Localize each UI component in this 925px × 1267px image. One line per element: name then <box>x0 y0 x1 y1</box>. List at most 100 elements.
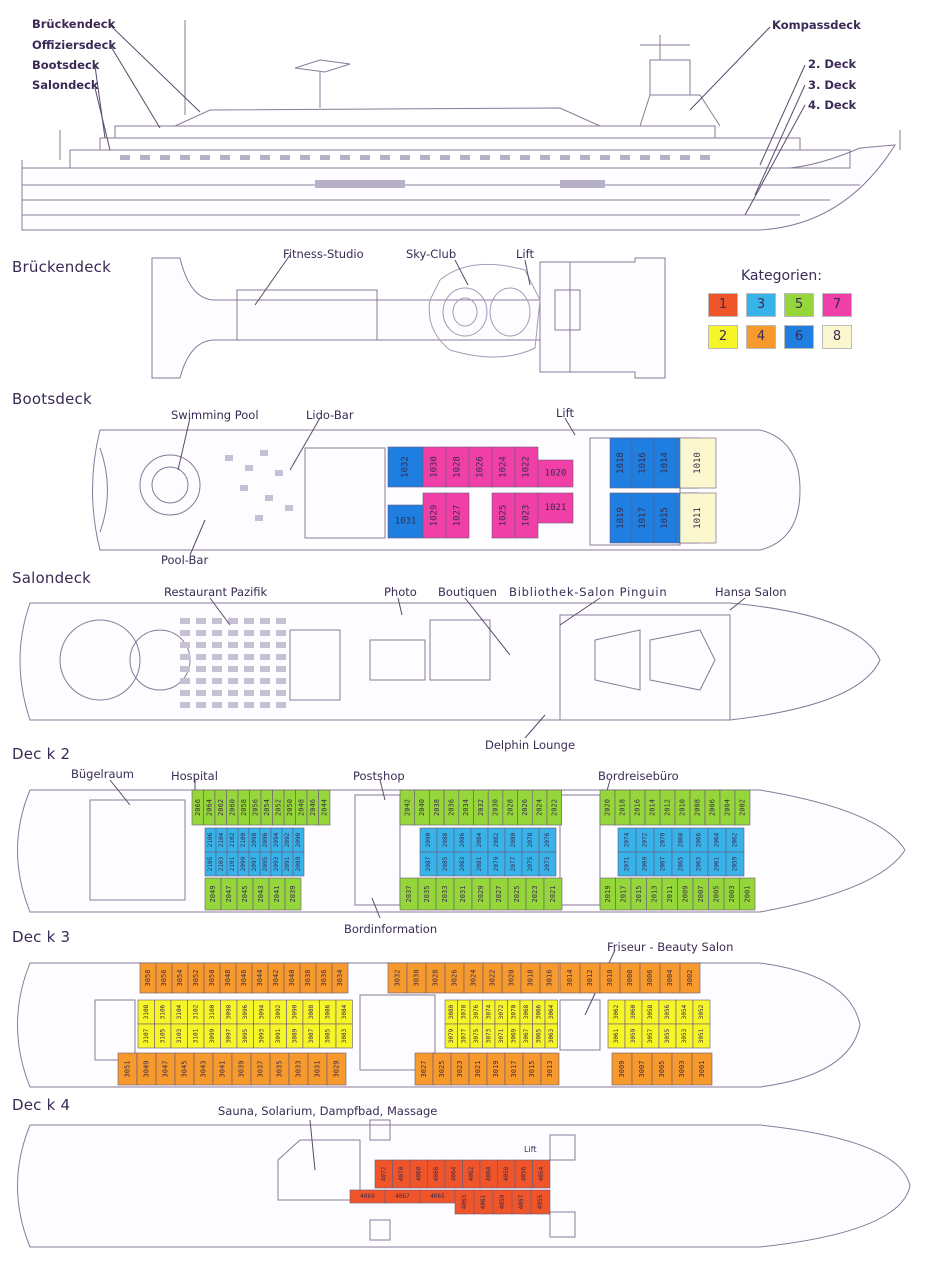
cabin-3051[interactable]: 3051 <box>692 1023 711 1049</box>
cabin-1025[interactable]: 1025 <box>491 492 516 539</box>
cabin-2017[interactable]: 2017 <box>615 877 632 911</box>
cabin-3083[interactable]: 3083 <box>335 1023 353 1049</box>
cabin-2044[interactable]: 2044 <box>318 789 331 826</box>
restaurant-table <box>228 690 238 696</box>
cabin-4064[interactable]: 4064 <box>444 1159 463 1189</box>
cabin-2009[interactable]: 2009 <box>677 877 694 911</box>
cabin-3031[interactable]: 3031 <box>307 1052 328 1086</box>
cabin-2001[interactable]: 2001 <box>739 877 756 911</box>
restaurant-table <box>244 702 254 708</box>
cabin-3034[interactable]: 3034 <box>331 962 349 994</box>
cabin-3029[interactable]: 3029 <box>326 1052 347 1086</box>
cabin-3050[interactable]: 3050 <box>203 962 221 994</box>
cabin-4057[interactable]: 4057 <box>511 1189 532 1215</box>
cabin-3099[interactable]: 3099 <box>203 1023 221 1049</box>
cabin-2002[interactable]: 2002 <box>734 789 751 826</box>
cabin-4054[interactable]: 4054 <box>532 1159 551 1189</box>
svg-text:2102: 2102 <box>229 832 236 847</box>
cabin-3061[interactable]: 3061 <box>607 1023 626 1049</box>
cabin-4069[interactable]: 4069 <box>349 1189 386 1204</box>
cabin-1016[interactable]: 1016 <box>631 437 655 489</box>
cabin-4060[interactable]: 4060 <box>479 1159 498 1189</box>
cabin-3063[interactable]: 3063 <box>544 1023 558 1049</box>
cabin-3007[interactable]: 3007 <box>631 1052 653 1086</box>
cabin-3018[interactable]: 3018 <box>520 962 541 994</box>
restaurant-table <box>212 630 222 636</box>
svg-text:3094: 3094 <box>258 1004 265 1019</box>
cabin-4072[interactable]: 4072 <box>374 1159 393 1189</box>
cabin-4056[interactable]: 4056 <box>514 1159 533 1189</box>
svg-text:3055: 3055 <box>664 1028 671 1043</box>
cabin-3067[interactable]: 3067 <box>519 1023 533 1049</box>
cabin-1020[interactable]: 1020 <box>537 459 574 488</box>
cabin-2039[interactable]: 2039 <box>284 877 302 911</box>
svg-text:3037: 3037 <box>257 1061 265 1078</box>
cabin-2023[interactable]: 2023 <box>525 877 545 911</box>
cabin-1011[interactable]: 1011 <box>679 492 717 544</box>
cabin-4070[interactable]: 4070 <box>392 1159 411 1189</box>
cabin-4063[interactable]: 4063 <box>454 1189 475 1215</box>
section-title-deck2: Dec k 2 <box>12 745 71 763</box>
svg-text:2098: 2098 <box>251 832 258 847</box>
cabin-2089[interactable]: 2089 <box>292 851 305 877</box>
cabin-2075[interactable]: 2075 <box>521 851 540 877</box>
cabin-1029[interactable]: 1029 <box>422 492 447 539</box>
cabin-4058[interactable]: 4058 <box>497 1159 516 1189</box>
cabin-3030[interactable]: 3030 <box>406 962 427 994</box>
cabin-1032[interactable]: 1032 <box>387 446 424 488</box>
svg-text:3022: 3022 <box>489 970 497 987</box>
cabin-2025[interactable]: 2025 <box>507 877 527 911</box>
cabin-3016[interactable]: 3016 <box>539 962 560 994</box>
cabin-2028[interactable]: 2028 <box>502 789 518 826</box>
cabin-3043[interactable]: 3043 <box>193 1052 214 1086</box>
cabin-2043[interactable]: 2043 <box>252 877 270 911</box>
cabin-1010[interactable]: 1010 <box>679 437 717 489</box>
cabin-2013[interactable]: 2013 <box>646 877 663 911</box>
cabin-3004[interactable]: 3004 <box>659 962 681 994</box>
cabin-3032[interactable]: 3032 <box>387 962 408 994</box>
cabin-3013[interactable]: 3013 <box>540 1052 560 1086</box>
legend-category-4: 4 <box>746 325 776 349</box>
cabin-4059[interactable]: 4059 <box>492 1189 513 1215</box>
cabin-2022[interactable]: 2022 <box>546 789 562 826</box>
cabin-3091[interactable]: 3091 <box>269 1023 287 1049</box>
cabin-2073[interactable]: 2073 <box>538 851 557 877</box>
cabin-3019[interactable]: 3019 <box>486 1052 506 1086</box>
cabin-3056[interactable]: 3056 <box>155 962 173 994</box>
cabin-1027[interactable]: 1027 <box>445 492 470 539</box>
cabin-3006[interactable]: 3006 <box>639 962 661 994</box>
label-sauna-solarium: Sauna, Solarium, Dampfbad, Massage <box>218 1104 438 1118</box>
profile-label-kompassdeck: Kompassdeck <box>772 18 861 32</box>
cabin-4067[interactable]: 4067 <box>384 1189 421 1204</box>
cabin-3046[interactable]: 3046 <box>235 962 253 994</box>
cabin-2021[interactable]: 2021 <box>543 877 563 911</box>
cabin-1021[interactable]: 1021 <box>537 492 574 524</box>
restaurant-table <box>276 654 286 660</box>
cabin-4062[interactable]: 4062 <box>462 1159 481 1189</box>
cabin-2030[interactable]: 2030 <box>487 789 504 826</box>
cabin-3001[interactable]: 3001 <box>691 1052 713 1086</box>
cabin-2077[interactable]: 2077 <box>504 851 523 877</box>
cabin-4065[interactable]: 4065 <box>419 1189 456 1204</box>
restaurant-table <box>260 678 270 684</box>
legend-category-2: 2 <box>708 325 738 349</box>
cabin-1031[interactable]: 1031 <box>387 504 424 539</box>
cabin-2059[interactable]: 2059 <box>725 851 745 877</box>
svg-text:3025: 3025 <box>438 1061 446 1078</box>
cabin-3028[interactable]: 3028 <box>425 962 446 994</box>
cabin-4055[interactable]: 4055 <box>530 1189 551 1215</box>
cabin-4061[interactable]: 4061 <box>473 1189 494 1215</box>
cabin-4066[interactable]: 4066 <box>427 1159 446 1189</box>
cabin-2036[interactable]: 2036 <box>443 789 460 826</box>
svg-text:2049: 2049 <box>209 886 217 903</box>
cabin-4068[interactable]: 4068 <box>409 1159 428 1189</box>
cabin-3002[interactable]: 3002 <box>679 962 701 994</box>
cabin-1024[interactable]: 1024 <box>491 446 516 488</box>
cabin-2010[interactable]: 2010 <box>674 789 691 826</box>
cabin-3055[interactable]: 3055 <box>658 1023 677 1049</box>
cabin-2004[interactable]: 2004 <box>719 789 736 826</box>
cabin-3049[interactable]: 3049 <box>136 1052 157 1086</box>
cabin-3052[interactable]: 3052 <box>692 999 711 1025</box>
cabin-3103[interactable]: 3103 <box>170 1023 188 1049</box>
